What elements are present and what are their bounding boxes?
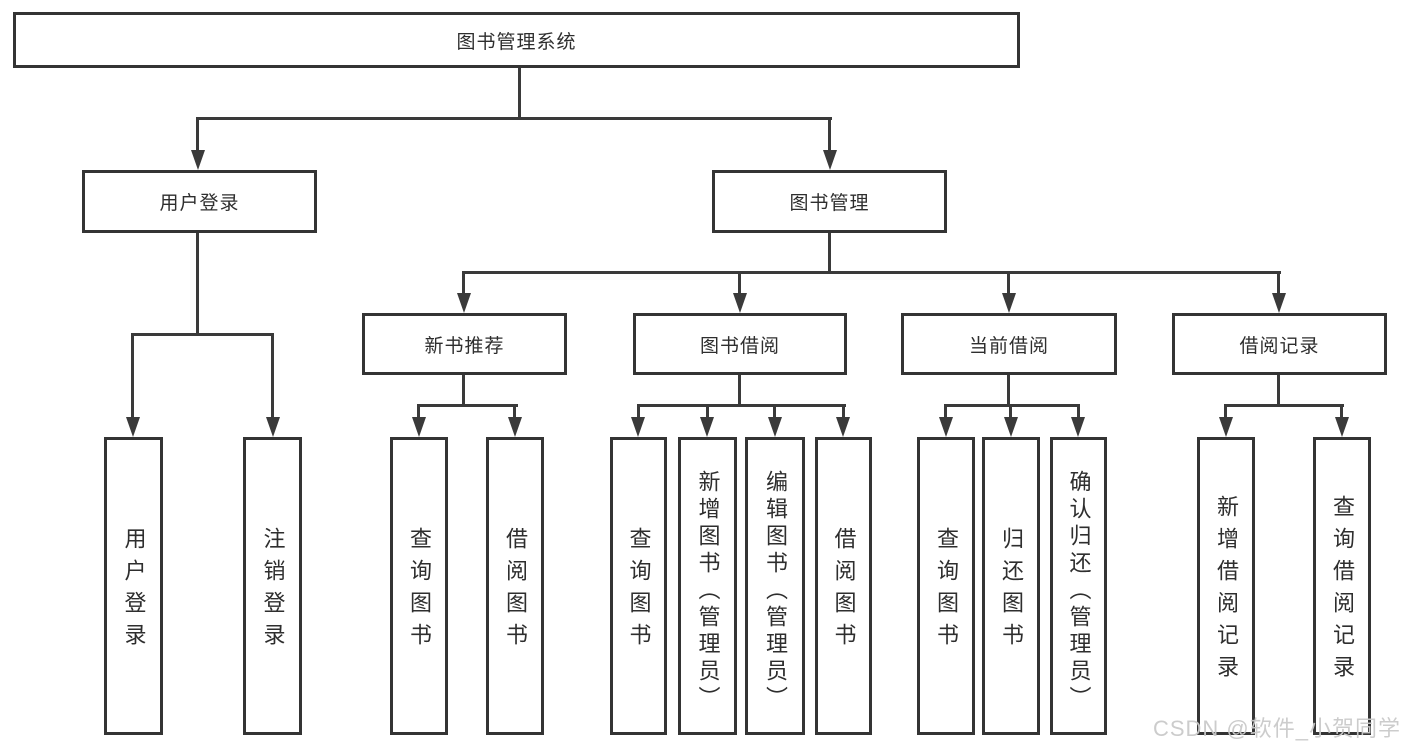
node-leaf-bb-add-book-label: 新增图书（管理员） bbox=[695, 469, 721, 713]
connector-bookborrow-hbar bbox=[637, 404, 846, 407]
arrowhead-new-book-rec bbox=[457, 293, 471, 313]
node-leaf-br-add-record: 新增借阅记录 bbox=[1197, 437, 1255, 735]
node-root-label: 图书管理系统 bbox=[456, 31, 577, 53]
connector-currentborrow-stem bbox=[1007, 375, 1010, 406]
csdn-watermark: CSDN @软件_小贺同学 bbox=[1152, 716, 1401, 741]
node-user-login-group: 用户登录 bbox=[82, 170, 317, 233]
node-new-book-rec-label: 新书推荐 bbox=[424, 335, 505, 357]
node-leaf-bb-add-book: 新增图书（管理员） bbox=[678, 437, 737, 735]
node-leaf-bb-borrow-book: 借阅图书 bbox=[815, 437, 872, 735]
node-leaf-logout: 注销登录 bbox=[243, 437, 302, 735]
connector-drop-nb-borrow bbox=[513, 404, 516, 419]
arrowhead-br-query bbox=[1335, 417, 1349, 437]
node-leaf-bb-query-book-label: 查询图书 bbox=[626, 527, 652, 655]
connector-drop-br-query bbox=[1340, 404, 1343, 419]
node-leaf-cb-query-book-label: 查询图书 bbox=[934, 527, 959, 655]
connector-drop-borrow-records bbox=[1277, 271, 1280, 295]
node-leaf-cb-return-book-label: 归还图书 bbox=[999, 527, 1024, 655]
connector-drop-bb-add bbox=[706, 404, 709, 419]
node-book-mgmt: 图书管理 bbox=[712, 170, 947, 233]
connector-drop-user-login bbox=[196, 117, 199, 152]
arrowhead-bb-query bbox=[631, 417, 645, 437]
node-leaf-nb-query-book: 查询图书 bbox=[390, 437, 448, 735]
node-leaf-nb-borrow-book-label: 借阅图书 bbox=[503, 527, 528, 655]
arrowhead-book-borrow bbox=[733, 293, 747, 313]
node-root: 图书管理系统 bbox=[13, 12, 1020, 68]
connector-drop-cb-confirm bbox=[1077, 404, 1080, 419]
connector-root-stem bbox=[518, 68, 521, 120]
connector-bookmgmt-stem bbox=[828, 233, 831, 274]
node-leaf-user-login: 用户登录 bbox=[104, 437, 163, 735]
node-borrow-records-label: 借阅记录 bbox=[1239, 335, 1320, 357]
node-current-borrow-label: 当前借阅 bbox=[968, 335, 1049, 357]
connector-userlogin-stem bbox=[196, 233, 199, 336]
node-leaf-cb-confirm-return: 确认归还（管理员） bbox=[1050, 437, 1107, 735]
connector-borrowrecords-stem bbox=[1277, 375, 1280, 406]
connector-drop-book-borrow bbox=[738, 271, 741, 295]
connector-drop-bb-edit bbox=[773, 404, 776, 419]
connector-drop-ul-user-login bbox=[131, 333, 134, 419]
node-leaf-br-add-record-label: 新增借阅记录 bbox=[1214, 495, 1239, 687]
node-leaf-nb-query-book-label: 查询图书 bbox=[407, 527, 432, 655]
node-book-borrow-label: 图书借阅 bbox=[699, 335, 780, 357]
node-book-mgmt-label: 图书管理 bbox=[789, 193, 870, 214]
arrowhead-current-borrow bbox=[1002, 293, 1016, 313]
node-current-borrow: 当前借阅 bbox=[901, 313, 1117, 375]
arrowhead-borrow-records bbox=[1272, 293, 1286, 313]
connector-borrowrecords-hbar bbox=[1224, 404, 1344, 407]
node-leaf-bb-borrow-book-label: 借阅图书 bbox=[831, 527, 857, 655]
node-leaf-br-query-record-label: 查询借阅记录 bbox=[1330, 495, 1355, 687]
arrowhead-nb-borrow bbox=[508, 417, 522, 437]
node-leaf-nb-borrow-book: 借阅图书 bbox=[486, 437, 544, 735]
connector-drop-book-mgmt bbox=[828, 117, 831, 152]
arrowhead-user-login bbox=[191, 150, 205, 170]
node-borrow-records: 借阅记录 bbox=[1172, 313, 1387, 375]
connector-drop-cb-return bbox=[1009, 404, 1012, 419]
node-leaf-bb-edit-book: 编辑图书（管理员） bbox=[745, 437, 805, 735]
node-leaf-cb-query-book: 查询图书 bbox=[917, 437, 975, 735]
node-leaf-logout-label: 注销登录 bbox=[260, 527, 286, 655]
arrowhead-cb-confirm bbox=[1071, 417, 1085, 437]
connector-drop-br-add bbox=[1224, 404, 1227, 419]
arrowhead-bb-borrow bbox=[836, 417, 850, 437]
arrowhead-br-add bbox=[1219, 417, 1233, 437]
arrowhead-bb-edit bbox=[768, 417, 782, 437]
arrowhead-book-mgmt bbox=[823, 150, 837, 170]
node-user-login-group-label: 用户登录 bbox=[159, 193, 240, 214]
arrowhead-bb-add bbox=[700, 417, 714, 437]
connector-drop-ul-logout bbox=[271, 333, 274, 419]
connector-currentborrow-hbar bbox=[944, 404, 1080, 407]
connector-bookmgmt-hbar bbox=[462, 271, 1281, 274]
connector-root-hbar bbox=[197, 117, 832, 120]
arrowhead-cb-return bbox=[1004, 417, 1018, 437]
node-leaf-bb-edit-book-label: 编辑图书（管理员） bbox=[763, 469, 788, 713]
connector-newbookrec-stem bbox=[462, 375, 465, 406]
node-leaf-br-query-record: 查询借阅记录 bbox=[1313, 437, 1371, 735]
connector-drop-new-book-rec bbox=[462, 271, 465, 295]
connector-newbookrec-hbar bbox=[417, 404, 518, 407]
node-leaf-cb-confirm-return-label: 确认归还（管理员） bbox=[1066, 469, 1092, 713]
node-leaf-bb-query-book: 查询图书 bbox=[610, 437, 667, 735]
connector-drop-bb-borrow bbox=[842, 404, 845, 419]
node-new-book-rec: 新书推荐 bbox=[362, 313, 567, 375]
connector-drop-cb-query bbox=[944, 404, 947, 419]
connector-drop-bb-query bbox=[637, 404, 640, 419]
arrowhead-cb-query bbox=[939, 417, 953, 437]
connector-bookborrow-stem bbox=[738, 375, 741, 406]
arrowhead-nb-query bbox=[412, 417, 426, 437]
node-leaf-cb-return-book: 归还图书 bbox=[982, 437, 1040, 735]
arrowhead-ul-logout bbox=[266, 417, 280, 437]
connector-drop-nb-query bbox=[417, 404, 420, 419]
connector-drop-current-borrow bbox=[1007, 271, 1010, 295]
connector-userlogin-hbar bbox=[131, 333, 274, 336]
arrowhead-ul-user-login bbox=[126, 417, 140, 437]
node-leaf-user-login-label: 用户登录 bbox=[121, 527, 147, 655]
node-book-borrow: 图书借阅 bbox=[633, 313, 847, 375]
